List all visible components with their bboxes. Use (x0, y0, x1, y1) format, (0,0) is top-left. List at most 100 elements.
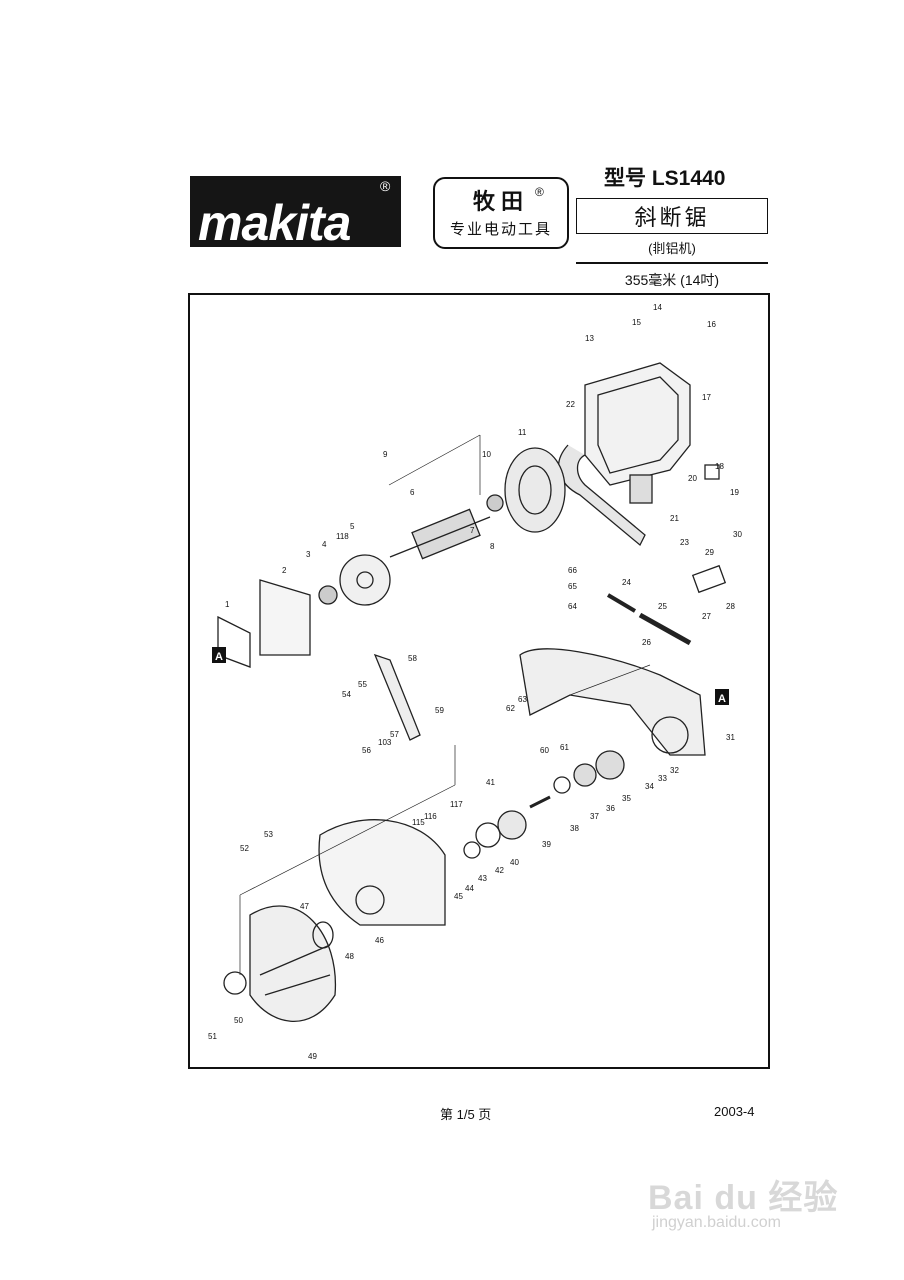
svg-text:17: 17 (702, 393, 711, 402)
model-number: 型号 LS1440 (604, 167, 726, 190)
svg-text:54: 54 (342, 690, 351, 699)
washer (223, 971, 247, 995)
bracket (217, 615, 251, 668)
svg-text:13: 13 (585, 334, 594, 343)
svg-text:65: 65 (568, 582, 577, 591)
svg-text:64: 64 (568, 602, 577, 611)
svg-text:20: 20 (688, 474, 697, 483)
svg-text:52: 52 (240, 844, 249, 853)
makita-logo-text: makita (198, 195, 351, 251)
svg-text:23: 23 (680, 538, 689, 547)
svg-text:59: 59 (435, 706, 444, 715)
svg-text:9: 9 (383, 450, 388, 459)
svg-text:3: 3 (306, 550, 311, 559)
svg-text:118: 118 (336, 532, 349, 541)
svg-text:16: 16 (707, 320, 716, 329)
svg-text:58: 58 (408, 654, 417, 663)
svg-text:38: 38 (570, 824, 579, 833)
product-title-box (576, 198, 768, 234)
svg-text:21: 21 (670, 514, 679, 523)
brand-name-cn: 牧田 (472, 189, 529, 214)
svg-text:56: 56 (362, 746, 371, 755)
svg-text:22: 22 (566, 400, 575, 409)
svg-text:49: 49 (308, 1052, 317, 1061)
svg-text:15: 15 (632, 318, 641, 327)
lever (691, 564, 727, 594)
svg-text:37: 37 (590, 812, 599, 821)
svg-text:47: 47 (300, 902, 309, 911)
svg-text:A: A (718, 693, 726, 705)
gear (573, 763, 597, 787)
svg-text:115: 115 (412, 818, 425, 827)
product-size: 355毫米 (14吋) (624, 272, 720, 288)
section-marks: A A (212, 647, 729, 705)
svg-text:103: 103 (378, 738, 392, 747)
svg-text:51: 51 (208, 1032, 217, 1041)
svg-text:4: 4 (322, 540, 327, 549)
fan (339, 554, 391, 606)
blade-guard (318, 819, 446, 926)
svg-text:116: 116 (424, 812, 437, 821)
brand-registered-mark: ® (535, 185, 544, 199)
svg-text:1: 1 (225, 600, 230, 609)
svg-text:30: 30 (733, 530, 742, 539)
link-plate (373, 653, 421, 741)
makita-logo (190, 176, 401, 247)
svg-text:41: 41 (486, 778, 495, 787)
svg-text:14: 14 (653, 303, 662, 312)
svg-text:34: 34 (645, 782, 654, 791)
svg-text:31: 31 (726, 733, 735, 742)
svg-text:2: 2 (282, 566, 287, 575)
svg-text:11: 11 (518, 428, 527, 437)
svg-text:53: 53 (264, 830, 273, 839)
switch (629, 474, 653, 504)
svg-text:61: 61 (560, 743, 569, 752)
svg-text:33: 33 (658, 774, 667, 783)
bearing (318, 585, 338, 605)
svg-text:46: 46 (375, 936, 384, 945)
svg-text:5: 5 (350, 522, 355, 531)
watermark-url: jingyan.baidu.com (652, 1214, 781, 1231)
gear (553, 776, 571, 794)
bearing (486, 494, 504, 512)
svg-text:7: 7 (470, 526, 475, 535)
svg-text:50: 50 (234, 1016, 243, 1025)
document-date: 2003-4 (714, 1104, 755, 1119)
logo-registered-mark: ® (380, 178, 391, 194)
motor-housing (584, 362, 691, 486)
svg-text:45: 45 (454, 892, 463, 901)
svg-text:63: 63 (518, 695, 527, 704)
svg-text:29: 29 (705, 548, 714, 557)
watermark-logo: Bai du 经验 (648, 1179, 839, 1217)
svg-text:62: 62 (506, 704, 515, 713)
svg-text:48: 48 (345, 952, 354, 961)
svg-text:42: 42 (495, 866, 504, 875)
svg-text:8: 8 (490, 542, 495, 551)
svg-text:40: 40 (510, 858, 519, 867)
header-rule (576, 262, 768, 264)
brand-box (433, 177, 569, 249)
svg-text:25: 25 (658, 602, 667, 611)
svg-text:28: 28 (726, 602, 735, 611)
brand-subtitle: 专业电动工具 (449, 221, 552, 238)
flange (497, 810, 527, 840)
svg-text:6: 6 (410, 488, 415, 497)
svg-text:66: 66 (568, 566, 577, 575)
svg-text:43: 43 (478, 874, 487, 883)
motor-field (504, 447, 566, 533)
baffle-plate (259, 579, 311, 656)
svg-text:18: 18 (715, 462, 724, 471)
svg-text:26: 26 (642, 638, 651, 647)
svg-text:44: 44 (465, 884, 474, 893)
svg-text:57: 57 (390, 730, 399, 739)
svg-text:60: 60 (540, 746, 549, 755)
spring (312, 921, 334, 949)
svg-text:117: 117 (450, 800, 463, 809)
svg-text:39: 39 (542, 840, 551, 849)
gear (595, 750, 625, 780)
svg-text:32: 32 (670, 766, 679, 775)
gear-housing (519, 648, 706, 756)
product-subtitle: (剕铝机) (648, 241, 696, 256)
